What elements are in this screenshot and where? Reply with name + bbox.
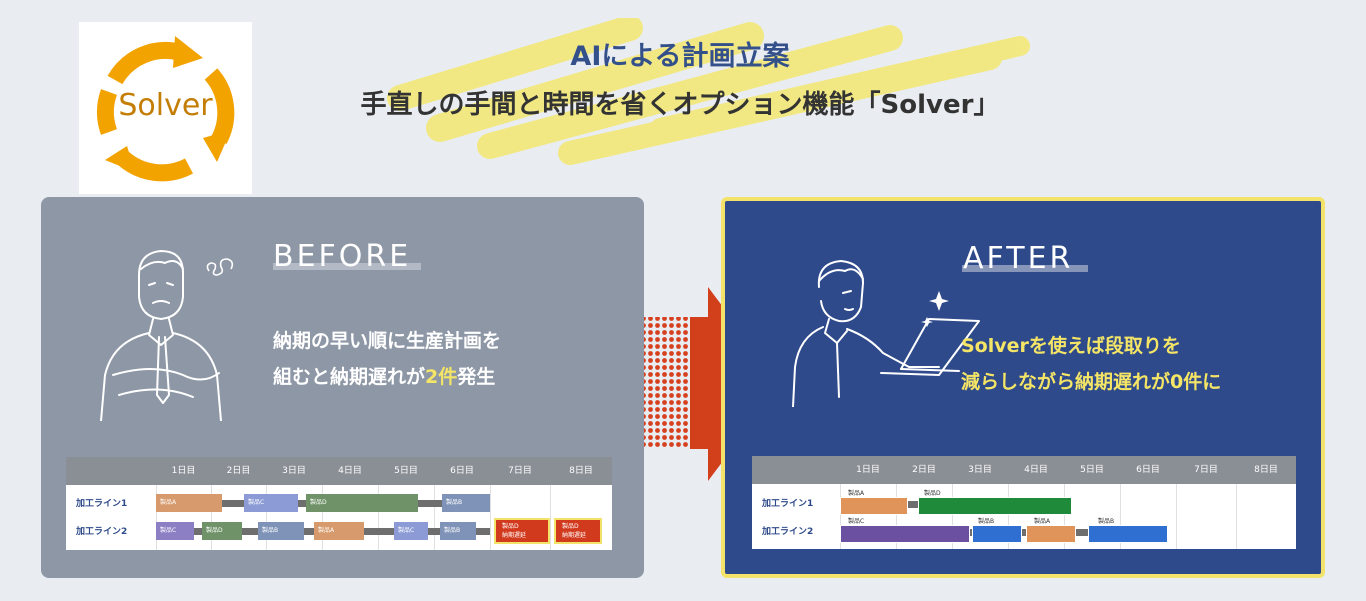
day-header: 1日目 (856, 465, 880, 475)
bar-product-c: 製品C (244, 494, 298, 512)
day-header: 3日目 (282, 466, 306, 476)
gantt-row-line2: 加工ライン2 製品C 製品B 製品A 製品B (752, 518, 1296, 546)
day-header: 7日目 (508, 466, 532, 476)
bar-product-c: 製品C (394, 522, 428, 540)
row-label: 加工ライン1 (762, 499, 814, 509)
bar-product-b: 製品B (442, 494, 490, 512)
before-text-line2-a: 組むと納期遅れが (273, 366, 426, 388)
day-header: 4日目 (338, 466, 362, 476)
bar-label: 製品C (848, 518, 865, 525)
row-label: 加工ライン2 (762, 527, 814, 537)
delay-product: 製品D (562, 523, 579, 530)
bar-product-c (840, 525, 970, 543)
bar-label: 製品B (1098, 518, 1115, 525)
before-heading: BEFORE (273, 239, 412, 274)
bar-product-c: 製品C (156, 522, 194, 540)
day-header: 7日目 (1194, 465, 1218, 475)
day-header: 6日目 (1136, 465, 1160, 475)
bar-product-d: 製品D (202, 522, 242, 540)
gantt-header: 1日目 2日目 3日目 4日目 5日目 6日目 7日目 8日目 (752, 456, 1296, 484)
before-heading-underline (273, 263, 421, 270)
before-text-line1: 納期の早い順に生産計画を (273, 330, 502, 352)
bar-product-a: 製品A (156, 494, 222, 512)
page-subtitle: 手直しの手間と時間を省くオプション機能「Solver」 (360, 90, 1000, 120)
bar-label: 製品B (978, 518, 995, 525)
brush-highlight (387, 18, 1030, 165)
row-label: 加工ライン2 (76, 527, 128, 537)
bar-product-d: 製品D (306, 494, 418, 512)
after-heading-underline (962, 265, 1088, 272)
bar-label: 製品A (1034, 518, 1051, 525)
before-text: 納期の早い順に生産計画を 組むと納期遅れが2件発生 (273, 323, 501, 395)
gantt-header: 1日目 2日目 3日目 4日目 5日目 6日目 7日目 8日目 (66, 457, 612, 485)
logo-text: Solver (118, 88, 213, 123)
cycle-arrows-icon (97, 36, 235, 182)
after-panel: AFTER Solverを使えば段取りを 減らしながら納期遅れが0件に 1日目 … (721, 197, 1325, 578)
after-text-line1: Solverを使えば段取りを (961, 335, 1181, 357)
before-delay-count: 2件 (425, 366, 458, 388)
after-text: Solverを使えば段取りを 減らしながら納期遅れが0件に (961, 328, 1221, 400)
day-header: 5日目 (394, 466, 418, 476)
bar-product-b (1088, 525, 1168, 543)
delay-product: 製品D (502, 523, 519, 530)
after-heading: AFTER (963, 241, 1074, 276)
before-text-line2: 組むと納期遅れが2件発生 (273, 359, 501, 395)
delay-label: 納期遅延 (502, 532, 527, 539)
row-label: 加工ライン1 (76, 499, 128, 509)
day-header: 2日目 (226, 466, 251, 476)
day-header: 8日目 (1254, 465, 1278, 475)
bar-product-a (840, 497, 908, 515)
bar-product-d (918, 497, 1072, 515)
before-panel: BEFORE 納期の早い順に生産計画を 組むと納期遅れが2件発生 1日目 2日目… (41, 197, 644, 578)
bar-product-a (1026, 525, 1076, 543)
bar-product-a: 製品A (314, 522, 364, 540)
worried-businessman-illustration (100, 250, 234, 421)
day-header: 8日目 (569, 466, 593, 476)
gantt-row-line2: 加工ライン2 製品C 製品D 製品B 製品A 製品C 製品B 製品D 納期遅延 … (66, 518, 612, 546)
delay-badge: 製品D 納期遅延 (494, 518, 550, 544)
bar-product-b: 製品B (440, 522, 476, 540)
before-text-line2-c: 発生 (457, 366, 496, 388)
businessman-laptop-illustration (792, 260, 980, 407)
day-header: 1日目 (171, 466, 196, 476)
bar-label: 製品D (924, 490, 941, 497)
bar-label: 製品A (848, 490, 865, 497)
bar-product-b: 製品B (258, 522, 304, 540)
gantt-row-line1: 加工ライン1 製品A 製品D (752, 490, 1296, 518)
delay-badge: 製品D 納期遅延 (554, 518, 602, 544)
page-title: AIによる計画立案 (570, 41, 790, 72)
day-header: 3日目 (968, 465, 992, 475)
after-gantt-chart: 1日目 2日目 3日目 4日目 5日目 6日目 7日目 8日目 加工ライン1 製… (752, 456, 1296, 549)
day-header: 2日目 (912, 465, 936, 475)
solver-logo: Solver (79, 22, 252, 194)
after-text-line2: 減らしながら納期遅れが0件に (961, 371, 1222, 393)
day-header: 5日目 (1080, 465, 1104, 475)
before-gantt-chart: 1日目 2日目 3日目 4日目 5日目 6日目 7日目 8日目 加工ライン1 製… (66, 457, 612, 550)
day-header: 6日目 (450, 466, 474, 476)
delay-label: 納期遅延 (562, 532, 587, 539)
gantt-row-line1: 加工ライン1 製品A 製品C 製品D 製品B (66, 490, 612, 518)
day-header: 4日目 (1024, 465, 1048, 475)
bar-product-b (972, 525, 1022, 543)
